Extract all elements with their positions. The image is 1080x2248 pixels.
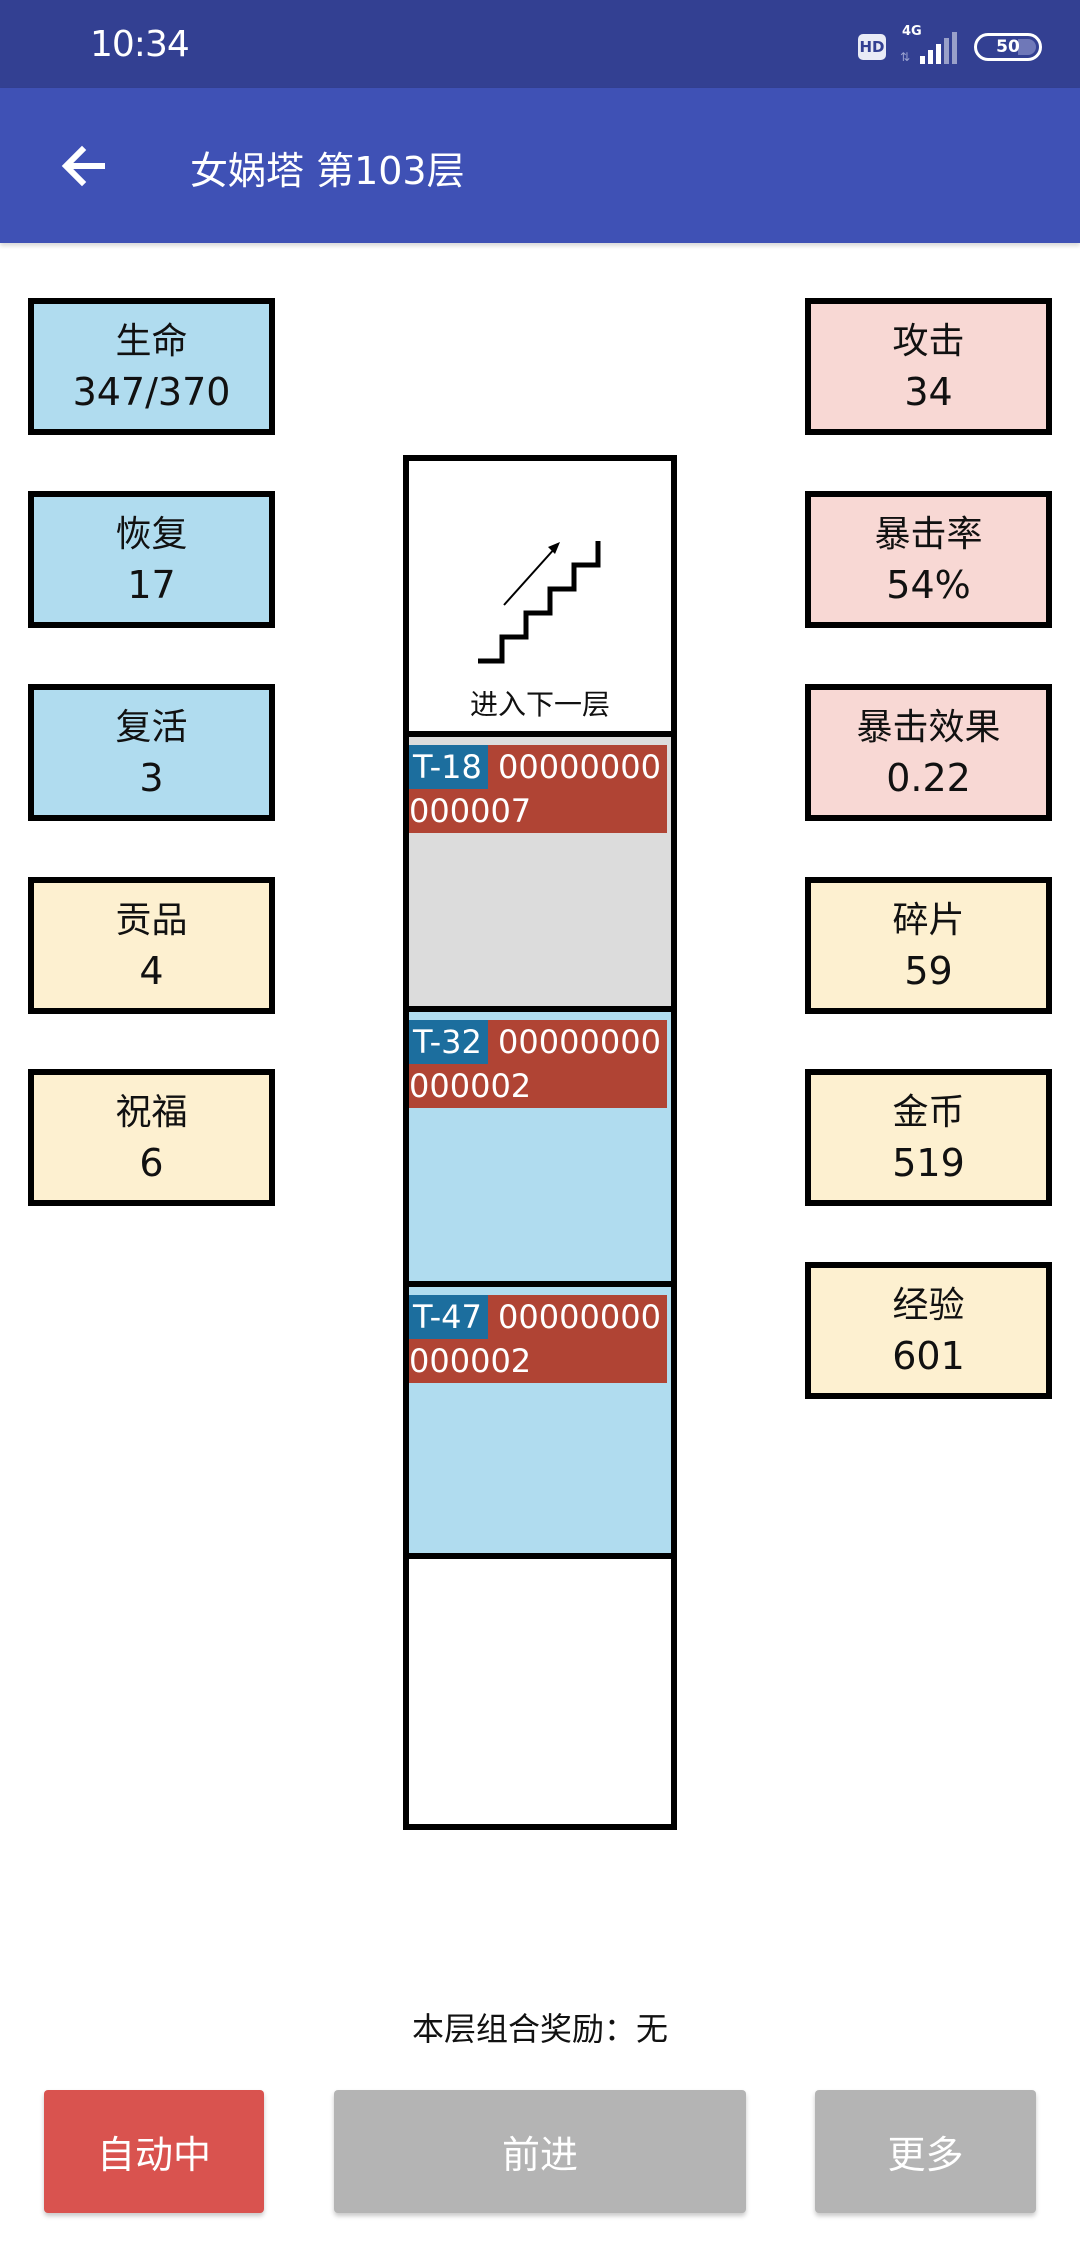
page-title: 女娲塔 第103层 bbox=[190, 149, 465, 193]
monster-code: 00000000000002 bbox=[409, 1023, 661, 1105]
tower-floor-empty[interactable] bbox=[403, 1553, 677, 1830]
stat-label: 暴击率 bbox=[874, 513, 983, 555]
tower-floor[interactable]: T-32 00000000000002 bbox=[403, 1006, 677, 1287]
stat-label: 攻击 bbox=[892, 320, 965, 362]
stat-label: 暴击效果 bbox=[856, 706, 1001, 748]
auto-button[interactable]: 自动中 bbox=[44, 2090, 264, 2213]
monster-code: 00000000000007 bbox=[409, 748, 661, 830]
monster-bar[interactable]: T-32 00000000000002 bbox=[409, 1020, 667, 1108]
stat-revive: 复活 3 bbox=[28, 684, 275, 821]
stat-label: 祝福 bbox=[115, 1091, 188, 1133]
stat-value: 4 bbox=[139, 948, 164, 993]
stat-value: 601 bbox=[892, 1333, 965, 1378]
app-bar: 女娲塔 第103层 bbox=[0, 88, 1080, 243]
stat-shards: 碎片 59 bbox=[805, 877, 1052, 1014]
stat-label: 经验 bbox=[892, 1284, 965, 1326]
combo-reward-text: 本层组合奖励：无 bbox=[411, 2010, 668, 2048]
stat-label: 复活 bbox=[115, 706, 188, 748]
stat-value: 3 bbox=[139, 755, 164, 800]
stat-value: 519 bbox=[892, 1140, 965, 1185]
stat-attack: 攻击 34 bbox=[805, 298, 1052, 435]
stat-label: 金币 bbox=[892, 1091, 965, 1133]
battery-level: 50 bbox=[996, 37, 1020, 57]
stat-crit-rate: 暴击率 54% bbox=[805, 491, 1052, 628]
hd-icon: HD bbox=[858, 34, 886, 60]
stat-blessing: 祝福 6 bbox=[28, 1069, 275, 1206]
stat-value: 59 bbox=[904, 948, 953, 993]
tower: 进入下一层 T-18 00000000000007 T-32 000000000… bbox=[403, 455, 677, 1830]
monster-code: 00000000000002 bbox=[409, 1298, 661, 1380]
arrow-left-icon bbox=[61, 145, 105, 187]
stat-tribute: 贡品 4 bbox=[28, 877, 275, 1014]
stairs-up-icon bbox=[478, 541, 601, 664]
more-button[interactable]: 更多 bbox=[815, 2090, 1036, 2213]
back-button[interactable] bbox=[56, 138, 112, 194]
stat-hp: 生命 347/370 bbox=[28, 298, 275, 435]
stat-value: 347/370 bbox=[72, 369, 231, 414]
status-bar: 10:34 HD 4G ⇅ 50 bbox=[0, 0, 1080, 88]
data-arrows-icon: ⇅ bbox=[900, 50, 911, 64]
stat-label: 生命 bbox=[115, 320, 188, 362]
stat-exp: 经验 601 bbox=[805, 1262, 1052, 1399]
tower-floor[interactable]: T-18 00000000000007 bbox=[403, 731, 677, 1012]
stat-value: 17 bbox=[127, 562, 176, 607]
tower-floor[interactable]: T-47 00000000000002 bbox=[403, 1281, 677, 1559]
stairs-label: 进入下一层 bbox=[469, 688, 610, 721]
status-time: 10:34 bbox=[90, 24, 190, 65]
stat-value: 34 bbox=[904, 369, 953, 414]
network-type-label: 4G bbox=[902, 24, 922, 39]
monster-tag: T-18 bbox=[409, 745, 488, 789]
stat-label: 贡品 bbox=[115, 899, 188, 941]
battery-icon: 50 bbox=[974, 33, 1042, 61]
next-floor-stairs[interactable]: 进入下一层 bbox=[403, 455, 677, 737]
stat-regen: 恢复 17 bbox=[28, 491, 275, 628]
stat-value: 54% bbox=[886, 562, 971, 607]
stat-value: 0.22 bbox=[886, 755, 971, 800]
stat-value: 6 bbox=[139, 1140, 164, 1185]
stat-label: 恢复 bbox=[115, 513, 188, 555]
stat-label: 碎片 bbox=[892, 899, 965, 941]
status-icons: HD 4G ⇅ 50 bbox=[858, 24, 1042, 66]
monster-bar[interactable]: T-18 00000000000007 bbox=[409, 745, 667, 833]
stat-gold: 金币 519 bbox=[805, 1069, 1052, 1206]
forward-button[interactable]: 前进 bbox=[334, 2090, 746, 2213]
monster-tag: T-47 bbox=[409, 1295, 488, 1339]
monster-bar[interactable]: T-47 00000000000002 bbox=[409, 1295, 667, 1383]
monster-tag: T-32 bbox=[409, 1020, 488, 1064]
stat-crit-effect: 暴击效果 0.22 bbox=[805, 684, 1052, 821]
signal-icon: 4G ⇅ bbox=[900, 24, 960, 66]
